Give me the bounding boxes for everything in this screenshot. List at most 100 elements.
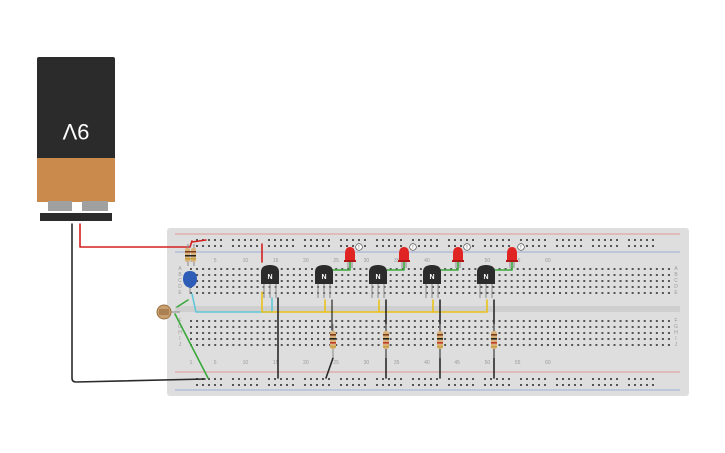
rail-hole[interactable]: [448, 378, 450, 380]
terminal-hole[interactable]: [335, 274, 338, 276]
terminal-hole[interactable]: [450, 286, 453, 288]
terminal-hole[interactable]: [667, 292, 670, 294]
rail-hole[interactable]: [286, 384, 288, 386]
rail-hole[interactable]: [592, 378, 594, 380]
terminal-hole[interactable]: [341, 280, 344, 282]
terminal-hole[interactable]: [432, 286, 434, 288]
terminal-hole[interactable]: [335, 326, 338, 328]
rail-hole[interactable]: [364, 378, 366, 380]
rail-hole[interactable]: [616, 239, 618, 241]
terminal-hole[interactable]: [492, 292, 495, 294]
wire-cyan-signal[interactable]: [191, 293, 273, 313]
terminal-hole[interactable]: [238, 326, 241, 328]
terminal-hole[interactable]: [498, 286, 501, 288]
terminal-hole[interactable]: [208, 338, 211, 340]
terminal-hole[interactable]: [365, 280, 368, 282]
rail-hole[interactable]: [640, 239, 642, 241]
terminal-hole[interactable]: [637, 274, 640, 276]
terminal-hole[interactable]: [432, 292, 434, 294]
rail-hole[interactable]: [448, 384, 450, 386]
terminal-hole[interactable]: [407, 286, 410, 288]
terminal-hole[interactable]: [311, 338, 313, 340]
terminal-hole[interactable]: [274, 320, 277, 322]
terminal-hole[interactable]: [667, 344, 670, 346]
terminal-hole[interactable]: [292, 320, 295, 322]
rail-hole[interactable]: [364, 245, 366, 247]
rail-hole[interactable]: [244, 239, 246, 241]
terminal-hole[interactable]: [347, 344, 350, 346]
terminal-hole[interactable]: [504, 286, 507, 288]
rail-hole[interactable]: [544, 245, 546, 247]
terminal-hole[interactable]: [583, 320, 586, 322]
terminal-hole[interactable]: [413, 280, 416, 282]
terminal-hole[interactable]: [649, 338, 652, 340]
terminal-hole[interactable]: [238, 292, 241, 294]
resistor-3[interactable]: [437, 324, 443, 358]
terminal-hole[interactable]: [202, 344, 205, 346]
terminal-hole[interactable]: [571, 338, 574, 340]
terminal-hole[interactable]: [462, 292, 465, 294]
terminal-hole[interactable]: [559, 292, 562, 294]
terminal-hole[interactable]: [649, 268, 652, 270]
terminal-hole[interactable]: [468, 286, 471, 288]
terminal-hole[interactable]: [432, 344, 434, 346]
rail-hole[interactable]: [520, 239, 522, 241]
terminal-hole[interactable]: [311, 286, 313, 288]
terminal-hole[interactable]: [637, 344, 640, 346]
rail-hole[interactable]: [430, 245, 432, 247]
terminal-hole[interactable]: [317, 332, 320, 334]
terminal-hole[interactable]: [667, 274, 670, 276]
terminal-hole[interactable]: [298, 274, 301, 276]
rail-hole[interactable]: [418, 245, 420, 247]
rail-hole[interactable]: [538, 384, 540, 386]
terminal-hole[interactable]: [480, 286, 483, 288]
terminal-hole[interactable]: [528, 332, 531, 334]
terminal-hole[interactable]: [425, 326, 428, 328]
terminal-hole[interactable]: [546, 286, 549, 288]
terminal-hole[interactable]: [444, 280, 447, 282]
terminal-hole[interactable]: [432, 332, 434, 334]
terminal-hole[interactable]: [401, 292, 404, 294]
terminal-hole[interactable]: [214, 332, 217, 334]
terminal-hole[interactable]: [667, 320, 670, 322]
rail-hole[interactable]: [274, 245, 276, 247]
terminal-hole[interactable]: [353, 286, 356, 288]
rail-hole[interactable]: [562, 378, 564, 380]
terminal-hole[interactable]: [534, 280, 537, 282]
terminal-hole[interactable]: [244, 326, 247, 328]
terminal-hole[interactable]: [649, 326, 652, 328]
terminal-hole[interactable]: [286, 338, 289, 340]
terminal-hole[interactable]: [220, 338, 223, 340]
rail-hole[interactable]: [580, 239, 582, 241]
terminal-hole[interactable]: [450, 344, 453, 346]
terminal-hole[interactable]: [516, 280, 519, 282]
terminal-hole[interactable]: [462, 280, 465, 282]
terminal-hole[interactable]: [438, 292, 441, 294]
terminal-hole[interactable]: [238, 332, 241, 334]
terminal-hole[interactable]: [510, 280, 513, 282]
terminal-hole[interactable]: [250, 320, 253, 322]
terminal-hole[interactable]: [311, 326, 313, 328]
terminal-hole[interactable]: [347, 332, 350, 334]
terminal-hole[interactable]: [601, 326, 604, 328]
rail-hole[interactable]: [598, 384, 600, 386]
terminal-hole[interactable]: [516, 320, 519, 322]
terminal-hole[interactable]: [262, 326, 265, 328]
terminal-hole[interactable]: [462, 286, 465, 288]
rail-hole[interactable]: [646, 239, 648, 241]
terminal-hole[interactable]: [637, 286, 640, 288]
terminal-hole[interactable]: [419, 268, 422, 270]
terminal-hole[interactable]: [613, 338, 616, 340]
terminal-hole[interactable]: [462, 268, 465, 270]
terminal-hole[interactable]: [607, 320, 610, 322]
rail-hole[interactable]: [610, 384, 612, 386]
rail-hole[interactable]: [538, 239, 540, 241]
rail-hole[interactable]: [268, 378, 270, 380]
terminal-hole[interactable]: [311, 274, 313, 276]
terminal-hole[interactable]: [661, 268, 664, 270]
terminal-hole[interactable]: [631, 286, 634, 288]
terminal-hole[interactable]: [425, 332, 428, 334]
transistor-q3[interactable]: N: [369, 265, 387, 298]
terminal-hole[interactable]: [268, 320, 271, 322]
